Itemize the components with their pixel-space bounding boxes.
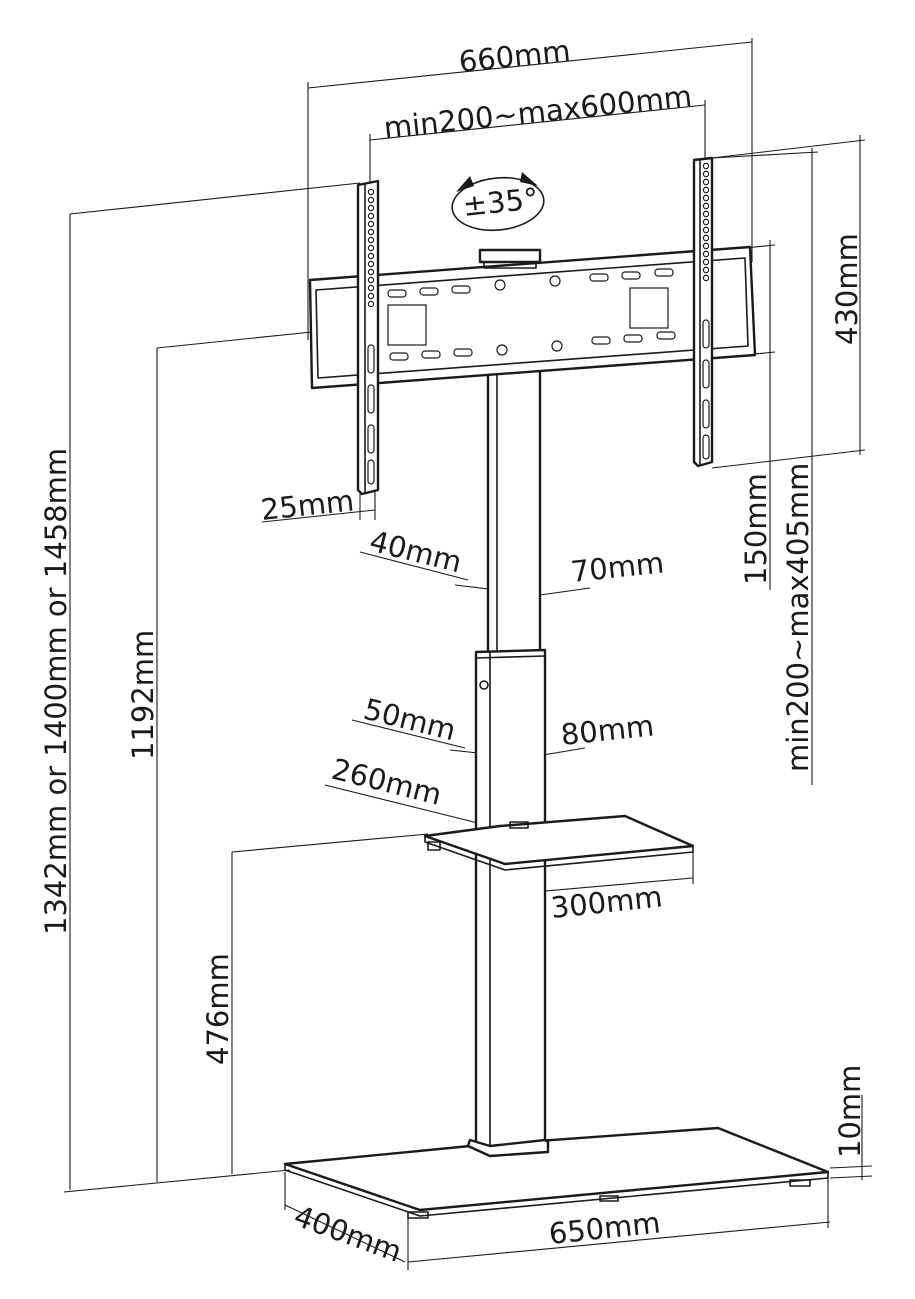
left-arm [356, 179, 380, 496]
label-tilt: ±35° [461, 181, 540, 223]
label-vesa-horizontal: min200~max600mm [382, 79, 693, 145]
glass-base [283, 1126, 830, 1219]
label-lower-pole-depth: 50mm [360, 692, 459, 748]
label-shelf-width: 300mm [549, 879, 664, 925]
slots-top [387, 268, 674, 298]
labels: 660mm min200~max600mm ±35° 430mm 25mm 40… [39, 33, 867, 1268]
label-upper-pole-width: 70mm [569, 545, 665, 589]
pole [466, 363, 550, 1158]
label-vesa-vertical-offset: 150mm [739, 473, 773, 585]
label-overall-width: 660mm [457, 33, 572, 79]
label-total-height: 1342mm or 1400mm or 1458mm [39, 448, 73, 935]
mounting-plate [308, 245, 757, 390]
label-bracket-center-height: 1192mm [126, 630, 160, 760]
label-shelf-depth: 260mm [328, 752, 445, 812]
label-vesa-vertical: min200~max405mm [781, 463, 815, 772]
label-lower-pole-width: 80mm [559, 708, 655, 752]
slots-bottom [389, 331, 676, 361]
left-arm-holes [367, 188, 375, 485]
label-base-depth: 400mm [290, 1199, 407, 1269]
label-shelf-height: 476mm [201, 953, 235, 1065]
right-arm-holes [702, 162, 710, 460]
curved-arrow-icon [456, 176, 474, 192]
right-arm [692, 156, 714, 468]
curved-arrow-icon [520, 172, 538, 186]
label-bracket-height: 430mm [830, 233, 864, 345]
dimension-lines [63, 38, 873, 1270]
glass-shelf [423, 814, 695, 871]
label-upper-pole-depth: 40mm [366, 524, 465, 580]
tilt-indicator [451, 172, 545, 232]
label-base-width: 650mm [547, 1205, 662, 1251]
label-bracket-thickness: 25mm [259, 483, 355, 527]
label-base-thickness: 10mm [833, 1065, 867, 1158]
